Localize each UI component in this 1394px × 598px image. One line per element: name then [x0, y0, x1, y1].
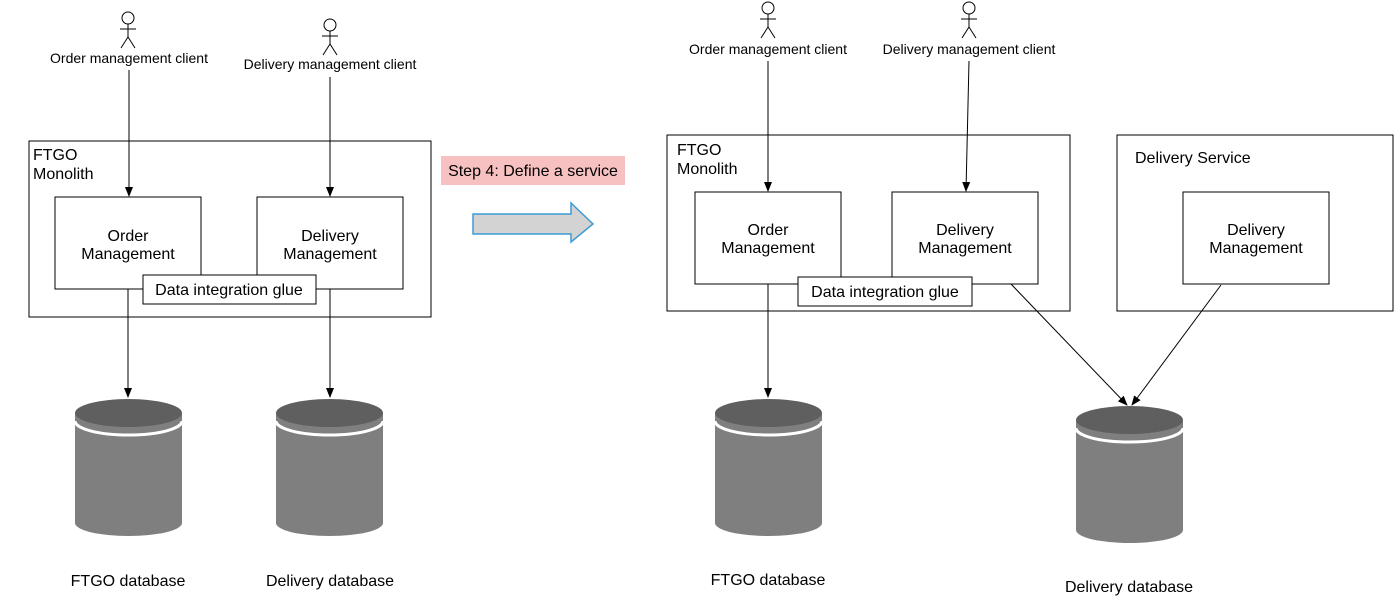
after-monolith-title-line2: Monolith: [677, 161, 737, 178]
before-diagram: Order management client Delivery managem…: [28, 11, 432, 590]
after-delivery-client-label: Delivery management client: [883, 41, 1056, 57]
after-order-management-label-line1: Order: [748, 222, 790, 239]
after-delivery-database-label: Delivery database: [1065, 579, 1193, 596]
after-delivery-database-icon: [1074, 406, 1185, 543]
after-order-client-actor-icon: [760, 1, 776, 39]
after-order-client-label: Order management client: [689, 41, 847, 57]
delivery-client-label: Delivery management client: [244, 56, 417, 72]
after-delivery-client-arrow: [962, 60, 971, 192]
after-delivery-management-label-line2: Management: [918, 240, 1012, 257]
service-delivery-management-box: [1182, 191, 1330, 285]
order-management-label-line2: Management: [81, 246, 175, 263]
data-integration-glue-box: [142, 274, 317, 305]
delivery-service-title: Delivery Service: [1135, 150, 1251, 167]
service-delivery-management-label-line1: Delivery: [1227, 222, 1285, 239]
after-monolith-title-line1: FTGO: [677, 142, 721, 159]
after-delivery-client-actor-icon: [961, 1, 977, 39]
monolith-title-line1: FTGO: [33, 147, 77, 164]
service-delivery-management-label-line2: Management: [1209, 240, 1303, 257]
order-client-label: Order management client: [50, 50, 208, 66]
service-delivery-db-arrow: [1131, 284, 1222, 406]
transition-arrow-icon: [472, 201, 595, 244]
after-order-management-label-line2: Management: [721, 240, 815, 257]
after-monolith-delivery-db-arrow: [1010, 283, 1128, 406]
delivery-database-icon: [274, 399, 385, 536]
step-label: Step 4: Define a service: [448, 163, 618, 180]
after-delivery-management-label-line1: Delivery: [936, 222, 994, 239]
order-client-actor-icon: [120, 11, 136, 49]
ftgo-database-label: FTGO database: [71, 573, 186, 590]
after-diagram: Order management client Delivery managem…: [666, 1, 1394, 596]
step-label-background: [441, 156, 625, 185]
monolith-title-line2: Monolith: [33, 166, 93, 183]
after-data-integration-glue-label: Data integration glue: [811, 284, 959, 301]
ftgo-database-icon: [73, 399, 184, 536]
data-integration-glue-label: Data integration glue: [155, 282, 303, 299]
delivery-management-label-line2: Management: [283, 246, 377, 263]
after-data-integration-glue-box: [797, 276, 973, 307]
delivery-client-actor-icon: [322, 18, 338, 56]
after-delivery-management-box: [891, 191, 1039, 285]
delivery-management-box: [256, 196, 404, 290]
after-ftgo-database-icon: [713, 399, 824, 536]
after-ftgo-database-label: FTGO database: [711, 572, 826, 589]
delivery-database-label: Delivery database: [266, 573, 394, 590]
delivery-management-label-line1: Delivery: [301, 228, 359, 245]
order-management-label-line1: Order: [108, 228, 150, 245]
